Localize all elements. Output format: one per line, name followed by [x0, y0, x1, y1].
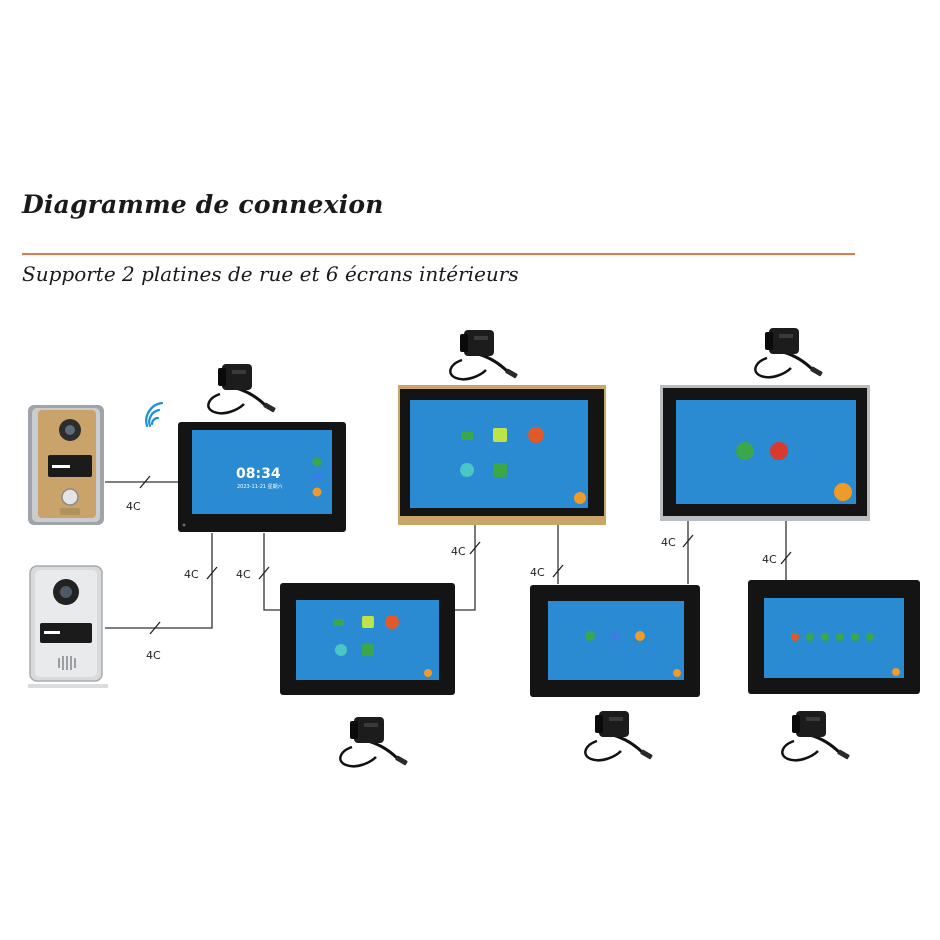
monitor-menu	[280, 583, 455, 695]
cable-label: 4C	[184, 568, 199, 581]
back-icon	[892, 668, 900, 676]
tuya-app-icon	[385, 615, 399, 629]
settings-app-icon	[335, 644, 347, 656]
call-icon	[585, 631, 595, 641]
back-icon	[673, 669, 681, 677]
wire-door2-monitor1	[105, 533, 213, 629]
monitor-clock: 08:34 2023-11-21 星期六	[178, 422, 346, 532]
cable-label: 4C	[146, 649, 161, 662]
monitor-app-icon	[461, 432, 473, 440]
list-app-icon	[362, 644, 374, 656]
intercom-app-icon	[493, 428, 507, 442]
cable-label: 4C	[661, 536, 676, 549]
power-adapter-icon	[583, 709, 655, 762]
title-divider	[22, 253, 855, 255]
tuya-app-icon	[528, 427, 544, 443]
cable-label: 4C	[236, 568, 251, 581]
door-station-caption-crop	[28, 684, 108, 688]
back-icon	[574, 492, 586, 504]
message-icon	[312, 472, 322, 482]
wire-monitor2-monitor3	[455, 520, 476, 611]
monitor-ringtones	[748, 580, 920, 694]
status-dot-icon	[806, 633, 814, 641]
cable-label: 4C	[762, 553, 777, 566]
power-adapter-icon	[780, 709, 852, 762]
monitor-call-options	[530, 585, 700, 697]
monitor-app-icon	[334, 619, 344, 626]
power-adapter-icon	[206, 362, 278, 415]
door-station-silver	[29, 565, 103, 682]
diagram-subtitle: Supporte 2 platines de rue et 6 écrans i…	[22, 262, 519, 286]
status-dot-icon	[866, 633, 874, 641]
unlock-icon	[312, 487, 322, 497]
back-icon	[834, 483, 852, 501]
status-dot-icon	[791, 633, 799, 641]
unlock-icon	[635, 631, 645, 641]
status-dot-icon	[836, 633, 844, 641]
cable-label: 4C	[126, 500, 141, 513]
power-adapter-icon	[448, 328, 520, 381]
cable-label: 4C	[530, 566, 545, 579]
door-station-gold	[28, 405, 104, 525]
monitor-menu-gold	[398, 385, 606, 525]
wifi-icon	[145, 401, 164, 428]
hangup-call-icon	[770, 442, 788, 460]
back-icon	[424, 669, 432, 677]
intercom-app-icon	[362, 616, 374, 628]
answer-call-icon	[736, 442, 754, 460]
message-icon	[610, 631, 620, 641]
clock-time: 08:34	[236, 466, 281, 482]
power-adapter-icon	[338, 715, 410, 768]
monitor-call-silver	[660, 385, 870, 521]
diagram-title: Diagramme de connexion	[22, 190, 384, 219]
settings-app-icon	[460, 463, 474, 477]
wire-monitor1-monitor2	[263, 533, 280, 611]
clock-date: 2023-11-21 星期六	[237, 483, 283, 490]
list-app-icon	[493, 463, 507, 477]
power-adapter-icon	[753, 326, 825, 379]
call-icon	[312, 457, 322, 467]
status-dot-icon	[851, 633, 859, 641]
status-dot-icon	[821, 633, 829, 641]
cable-label: 4C	[451, 545, 466, 558]
